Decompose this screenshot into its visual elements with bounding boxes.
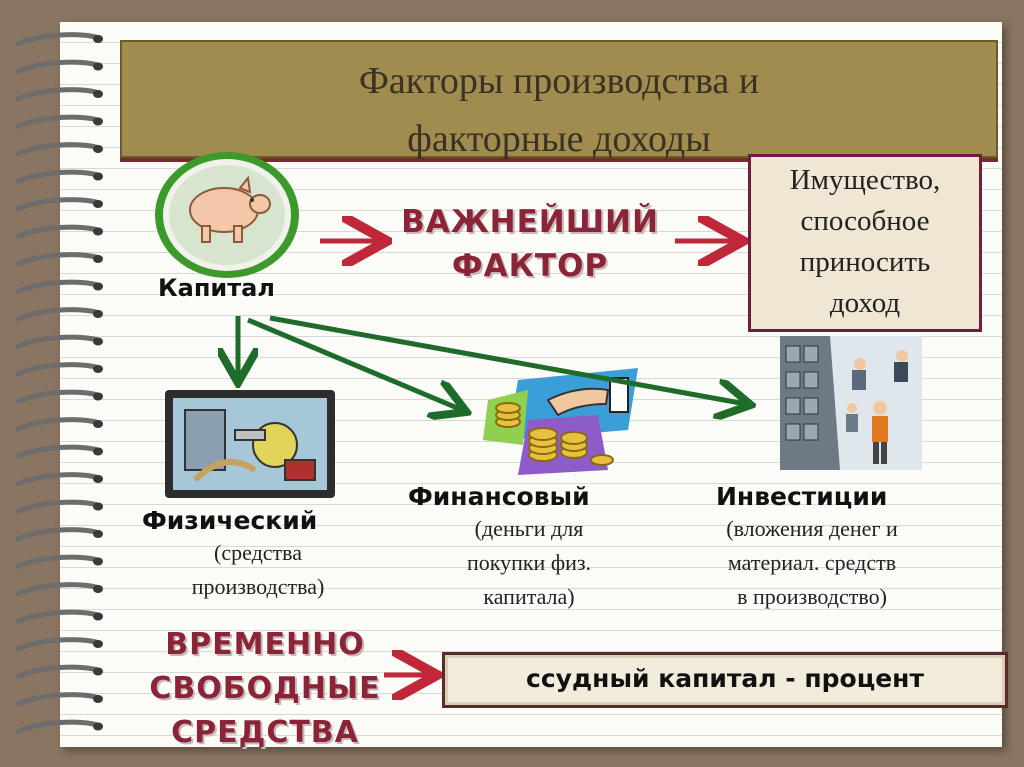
spiral-ring <box>15 692 103 707</box>
spiral-ring <box>15 609 103 624</box>
definition-box <box>748 154 982 332</box>
spiral-ring <box>15 582 103 597</box>
spiral-ring <box>15 554 103 569</box>
spiral-ring <box>15 664 103 679</box>
spiral-hole <box>93 310 103 318</box>
spiral-ring <box>15 307 103 322</box>
spiral-ring <box>15 32 103 47</box>
spiral-hole <box>93 255 103 263</box>
spiral-ring <box>15 169 103 184</box>
spiral-hole <box>93 722 103 731</box>
category-investment-label: Инвестиции <box>716 482 888 511</box>
spiral-hole <box>93 35 103 43</box>
spiral-ring <box>15 719 103 734</box>
category-financial-description: (деньги для покупки физ. капитала) <box>466 516 592 609</box>
spiral-ring <box>15 114 103 129</box>
important-factor-label: ВАЖНЕЙШИЙ ФАКТОР <box>401 204 659 284</box>
arrow-capital-to-financial <box>247 317 462 410</box>
spiral-ring <box>15 472 103 487</box>
spiral-ring <box>15 252 103 267</box>
spiral-ring <box>15 389 103 404</box>
spiral-hole <box>93 145 103 153</box>
piggy-bank-icon <box>155 152 299 278</box>
spiral-hole <box>93 585 103 593</box>
spiral-ring <box>15 417 103 432</box>
spiral-ring <box>15 444 103 459</box>
spiral-ring <box>15 142 103 157</box>
category-physical-label: Физический <box>142 506 318 535</box>
free-funds-label: ВРЕМЕННО СВОБОДНЫЕ СРЕДСТВА <box>149 627 381 750</box>
spiral-hole <box>93 667 103 676</box>
spiral-hole <box>93 557 103 566</box>
capital-definition: Имущество, способное приносить доход <box>789 164 941 319</box>
spiral-hole <box>93 502 103 511</box>
spiral-ring <box>15 59 103 74</box>
category-financial-label: Финансовый <box>408 482 590 511</box>
spiral-ring <box>15 87 103 102</box>
spiral-hole <box>93 640 103 648</box>
spiral-ring <box>15 362 103 377</box>
spiral-hole <box>93 117 103 126</box>
spiral-hole <box>93 695 103 703</box>
category-investment-description: (вложения денег и материал. средств в пр… <box>726 516 898 609</box>
notebook-spiral <box>15 32 103 734</box>
spiral-hole <box>93 282 103 291</box>
spiral-hole <box>93 420 103 428</box>
spiral-hole <box>93 365 103 373</box>
spiral-hole <box>93 392 103 401</box>
spiral-hole <box>93 200 103 208</box>
slide-title: Факторы производства и факторные доходы <box>358 60 760 160</box>
category-physical-description: (средства производства) <box>191 540 325 599</box>
spiral-hole <box>93 227 103 236</box>
spiral-hole <box>93 62 103 71</box>
loan-capital-box <box>442 652 1008 708</box>
money-hand-icon <box>483 368 638 475</box>
spiral-hole <box>93 530 103 538</box>
business-people-icon <box>780 336 922 470</box>
loan-capital-text: ссудный капитал - процент <box>526 664 924 693</box>
spiral-ring <box>15 499 103 514</box>
spiral-hole <box>93 172 103 181</box>
spiral-hole <box>93 447 103 456</box>
spiral-hole <box>93 337 103 346</box>
spiral-hole <box>93 612 103 621</box>
spiral-ring <box>15 637 103 652</box>
spiral-hole <box>93 90 103 98</box>
spiral-ring <box>15 334 103 349</box>
capital-label: Капитал <box>158 274 275 302</box>
spiral-ring <box>15 279 103 294</box>
spiral-ring <box>15 197 103 212</box>
spiral-ring <box>15 527 103 542</box>
title-banner <box>120 40 998 158</box>
spiral-ring <box>15 224 103 239</box>
spiral-hole <box>93 475 103 483</box>
machinery-icon <box>165 390 335 498</box>
arrow-capital-to-investment <box>269 315 746 404</box>
